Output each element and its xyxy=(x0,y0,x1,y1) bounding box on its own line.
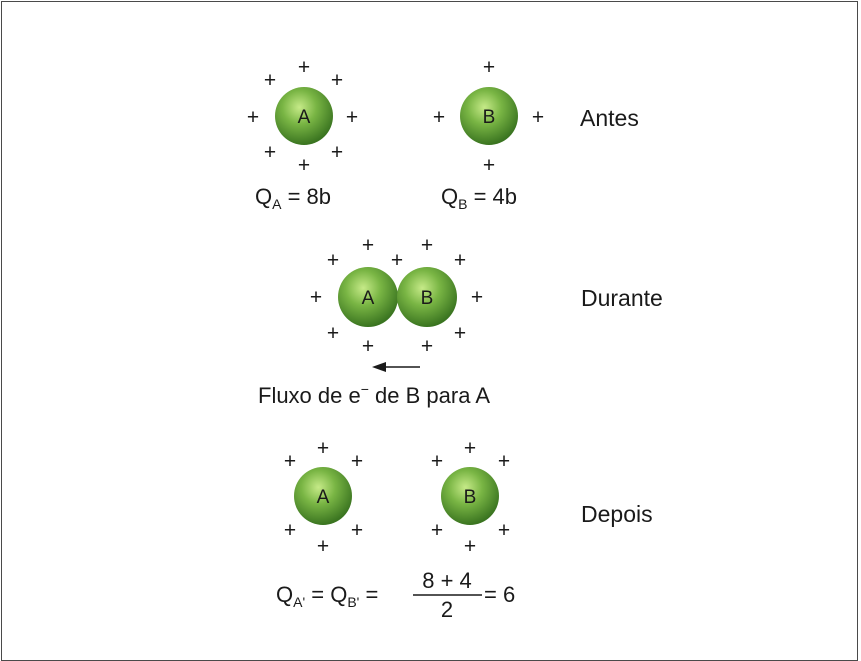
plus-sign: + xyxy=(483,56,495,79)
plus-sign: + xyxy=(433,106,445,129)
sphere-b-during-label: B xyxy=(421,288,434,309)
stage-label-during: Durante xyxy=(581,285,663,311)
plus-sign: + xyxy=(327,249,339,272)
stage-during: A B + + + + + + + + + + + Durante Fluxo … xyxy=(258,234,663,408)
charges-b-before: + + + + xyxy=(433,56,544,177)
plus-sign: + xyxy=(351,519,363,542)
stage-label-before: Antes xyxy=(580,105,639,131)
sphere-a-after-label: A xyxy=(317,487,330,508)
charges-a-after: + + + + + + xyxy=(284,437,363,558)
plus-sign: + xyxy=(498,450,510,473)
electron-flow-caption: Fluxo de e− de B para A xyxy=(258,381,490,408)
plus-sign: + xyxy=(317,437,329,460)
sphere-a-during-label: A xyxy=(362,288,375,309)
plus-sign: + xyxy=(391,249,403,272)
fraction-numerator: 8 + 4 xyxy=(422,568,472,593)
charge-qb: QB = 4b xyxy=(441,184,517,212)
plus-sign: + xyxy=(264,141,276,164)
plus-sign: + xyxy=(362,234,374,257)
sphere-a-after xyxy=(294,467,352,525)
plus-sign: + xyxy=(310,286,322,309)
sphere-a-during xyxy=(338,267,398,327)
plus-sign: + xyxy=(351,450,363,473)
plus-sign: + xyxy=(298,154,310,177)
final-charge-equation: QA' = QB' = xyxy=(276,582,378,610)
charges-a-before: + + + + + + + + xyxy=(247,56,358,177)
plus-sign: + xyxy=(284,450,296,473)
stage-after: A + + + + + + B + + + + + + Depois QA' =… xyxy=(276,437,653,622)
plus-sign: + xyxy=(454,322,466,345)
plus-sign: + xyxy=(284,519,296,542)
charges-during: + + + + + + + + + + + xyxy=(310,234,483,358)
plus-sign: + xyxy=(483,154,495,177)
plus-sign: + xyxy=(421,335,433,358)
sphere-b-after-label: B xyxy=(464,487,477,508)
charges-b-after: + + + + + + xyxy=(431,437,510,558)
final-result: = 6 xyxy=(484,582,515,607)
left-arrow-icon xyxy=(372,362,420,372)
sphere-a-before xyxy=(275,87,333,145)
plus-sign: + xyxy=(498,519,510,542)
plus-sign: + xyxy=(532,106,544,129)
fraction-denominator: 2 xyxy=(441,597,453,622)
plus-sign: + xyxy=(331,141,343,164)
plus-sign: + xyxy=(331,69,343,92)
plus-sign: + xyxy=(298,56,310,79)
plus-sign: + xyxy=(464,437,476,460)
plus-sign: + xyxy=(247,106,259,129)
plus-sign: + xyxy=(327,322,339,345)
plus-sign: + xyxy=(464,535,476,558)
stage-before: A + + + + + + + + B + + + + Antes QA = 8… xyxy=(247,56,639,212)
sphere-b-before-label: B xyxy=(483,107,496,128)
plus-sign: + xyxy=(264,69,276,92)
plus-sign: + xyxy=(454,249,466,272)
plus-sign: + xyxy=(346,106,358,129)
sphere-b-before xyxy=(460,87,518,145)
sphere-b-after xyxy=(441,467,499,525)
plus-sign: + xyxy=(421,234,433,257)
sphere-a-before-label: A xyxy=(298,107,311,128)
plus-sign: + xyxy=(431,519,443,542)
charge-qa: QA = 8b xyxy=(255,184,331,212)
stage-label-after: Depois xyxy=(581,501,653,527)
plus-sign: + xyxy=(362,335,374,358)
plus-sign: + xyxy=(431,450,443,473)
plus-sign: + xyxy=(317,535,329,558)
plus-sign: + xyxy=(471,286,483,309)
sphere-b-during xyxy=(397,267,457,327)
